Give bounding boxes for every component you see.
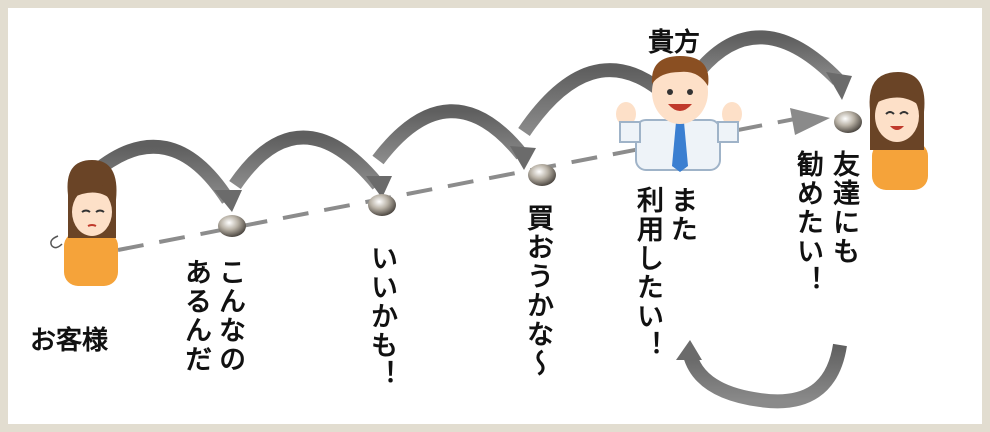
- stage-ball-1: [218, 215, 246, 237]
- arc-arrow-1: [90, 139, 234, 204]
- stage-2-text: いいかも！: [366, 244, 397, 389]
- return-loop-arrow: [683, 343, 847, 409]
- arc-arrow-5-head: [826, 72, 852, 100]
- journey-line-arrowhead: [790, 108, 830, 135]
- you-label: 貴方: [648, 28, 701, 58]
- arc-arrow-5: [694, 30, 844, 85]
- arc-arrow-3: [372, 104, 528, 165]
- stage-4-text-col2: 利用したい！: [632, 186, 663, 360]
- you-illustration: [616, 56, 742, 172]
- arc-arrow-2: [229, 130, 384, 190]
- stage-5-text-col1: 友達にも: [828, 150, 859, 266]
- journey-dashed-line: [117, 116, 801, 252]
- customer-label: お客様: [30, 326, 109, 356]
- arc-arrow-1-head: [214, 190, 242, 212]
- stage-ball-4: [834, 111, 862, 133]
- customer-illustration: [50, 160, 118, 286]
- stage-3-text: 買おうかな～: [522, 204, 553, 378]
- return-loop-arrow-head: [676, 340, 702, 360]
- stage-1-text-col1: こんなの: [214, 258, 245, 374]
- stage-ball-2: [368, 194, 396, 216]
- arc-arrow-3-head: [510, 146, 536, 170]
- stage-ball-3: [528, 164, 556, 186]
- stage-5-text-col2: 勧めたい！: [792, 150, 823, 295]
- friend-illustration: [869, 72, 928, 190]
- arc-arrow-4: [518, 63, 665, 136]
- stage-4-text-col1: また: [666, 186, 697, 244]
- arc-arrow-2-head: [366, 176, 392, 198]
- stage-1-text-col2: あるんだ: [180, 258, 211, 374]
